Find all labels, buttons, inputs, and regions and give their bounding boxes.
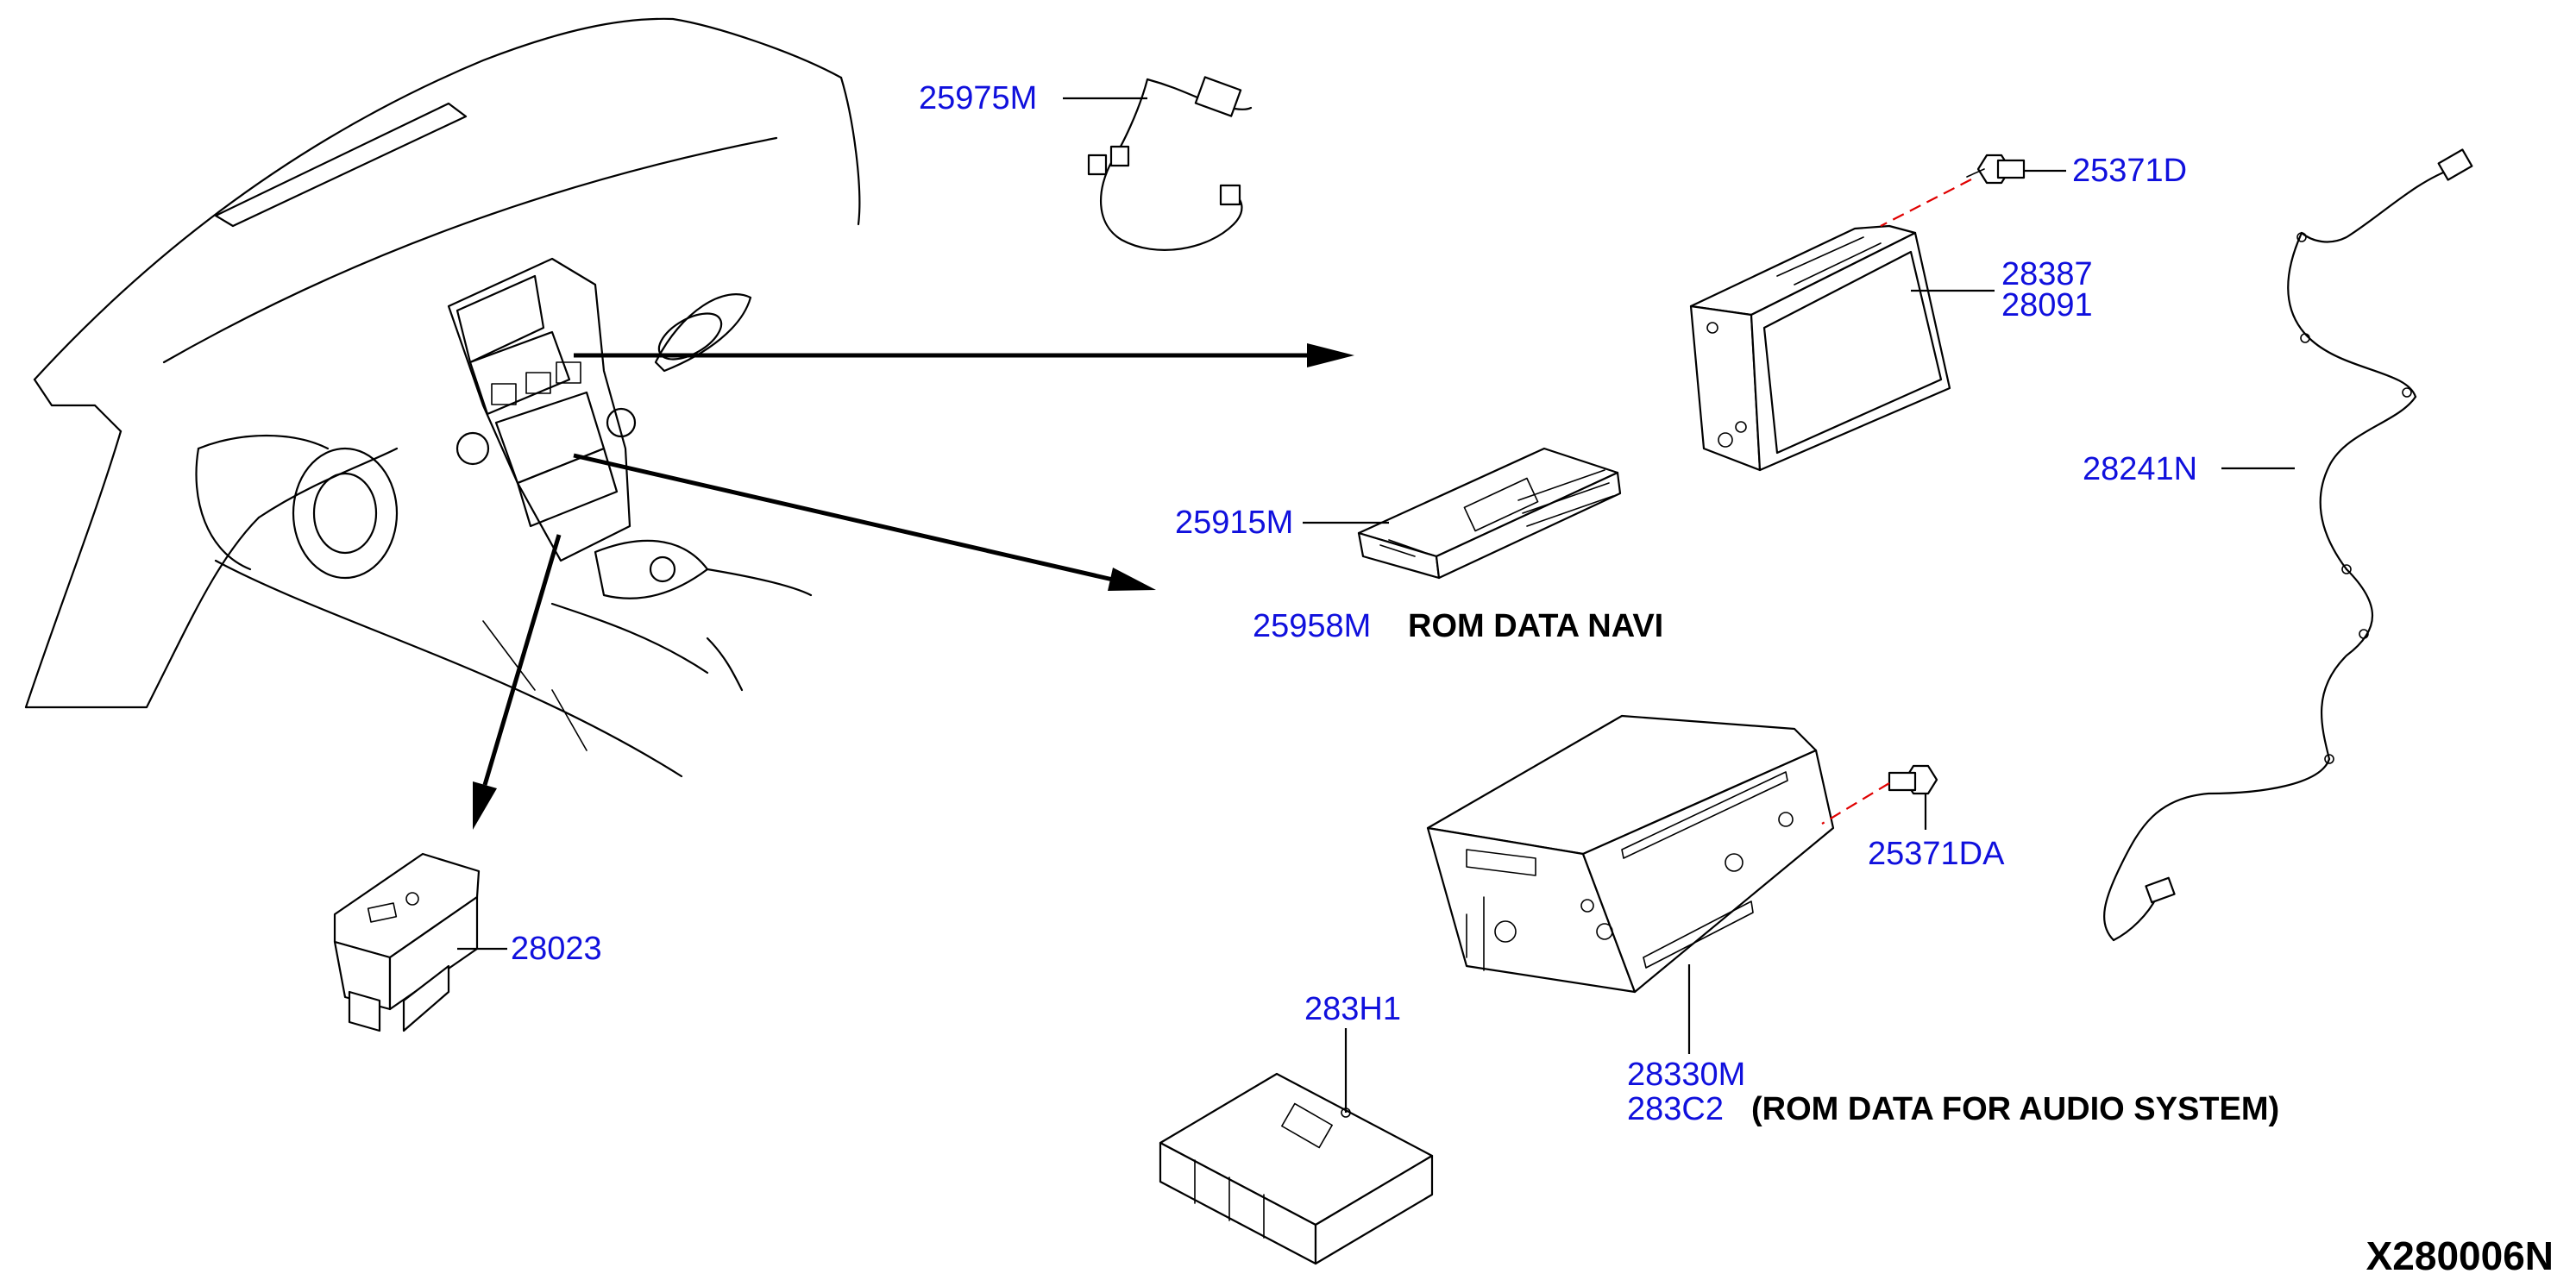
dashboard-illustration [24,17,861,778]
label-25958m: 25958M [1253,608,1371,644]
arrow-to-display [574,343,1354,367]
label-283h1: 283H1 [1304,991,1401,1027]
label-283c2: 283C2 [1627,1091,1724,1127]
leader-25371da-red [1821,782,1890,825]
note-rom-data-audio: (ROM DATA FOR AUDIO SYSTEM) [1751,1091,2279,1127]
leader-25371d-red [1880,179,1972,227]
display-unit-28387 [1689,224,1951,472]
label-28330m: 28330M [1627,1057,1745,1093]
navi-unit-25915m [1357,447,1622,580]
label-28091: 28091 [2001,287,2093,323]
label-28241n: 28241N [2083,451,2197,487]
leader-lines [457,97,2295,1113]
label-25915m: 25915M [1175,505,1293,541]
label-25371da: 25371DA [1868,836,2005,872]
switch-28023 [333,852,481,1032]
arrow-to-switch [473,534,562,830]
note-rom-data-navi: ROM DATA NAVI [1408,608,1663,644]
harness-25975m [1087,76,1253,251]
label-25371d: 25371D [2072,153,2187,189]
label-25975m: 25975M [919,80,1037,116]
label-28023: 28023 [511,931,602,967]
arrow-to-navi-unit [573,453,1156,591]
audio-unit-28330m [1426,714,1835,994]
label-28387: 28387 [2001,256,2093,292]
diagram-code: X280006N [2366,1233,2554,1278]
module-283h1 [1159,1072,1434,1265]
bolt-25371da [1888,764,1938,795]
bolt-25371d [1966,154,2026,185]
cable-28241n [2103,148,2473,942]
